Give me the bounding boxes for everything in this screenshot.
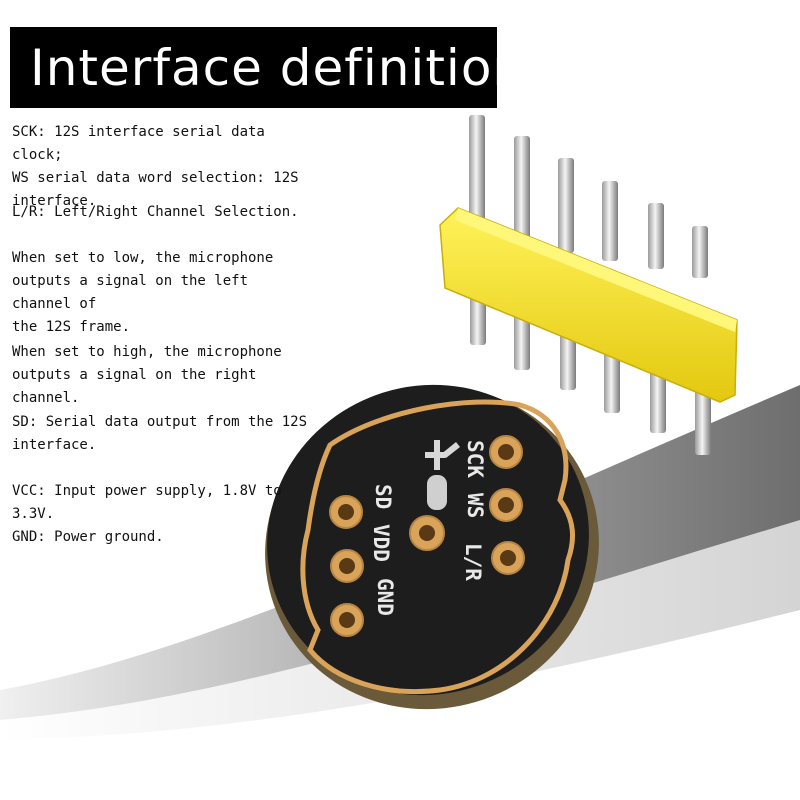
lr-description: L/R: Left/Right Channel Selection. xyxy=(12,204,299,220)
page-title: Interface definition: xyxy=(10,27,542,108)
pcb-label-sck: SCK xyxy=(463,440,487,478)
sck-ws-description: SCK: 12S interface serial data clock; WS… xyxy=(12,124,299,209)
pin-header xyxy=(439,115,738,455)
microphone-pcb: SCK WS L/R SD VDD GND xyxy=(265,384,599,710)
sd-description: SD: Serial data output from the 12S inte… xyxy=(12,414,308,453)
low-level-description: When set to low, the microphone outputs … xyxy=(12,250,274,335)
gnd-description: GND: Power ground. xyxy=(12,529,164,545)
pcb-label-sd: SD xyxy=(371,484,395,509)
pcb-label-gnd: GND xyxy=(373,578,397,616)
pcb-label-vdd: VDD xyxy=(369,524,393,562)
vcc-description: VCC: Input power supply, 1.8V to 3.3V. xyxy=(12,483,282,522)
pcb-label-ws: WS xyxy=(463,493,487,518)
pcb-label-lr: L/R xyxy=(461,543,485,581)
logo-mark xyxy=(425,440,460,510)
high-level-description: When set to high, the microphone outputs… xyxy=(12,344,282,406)
